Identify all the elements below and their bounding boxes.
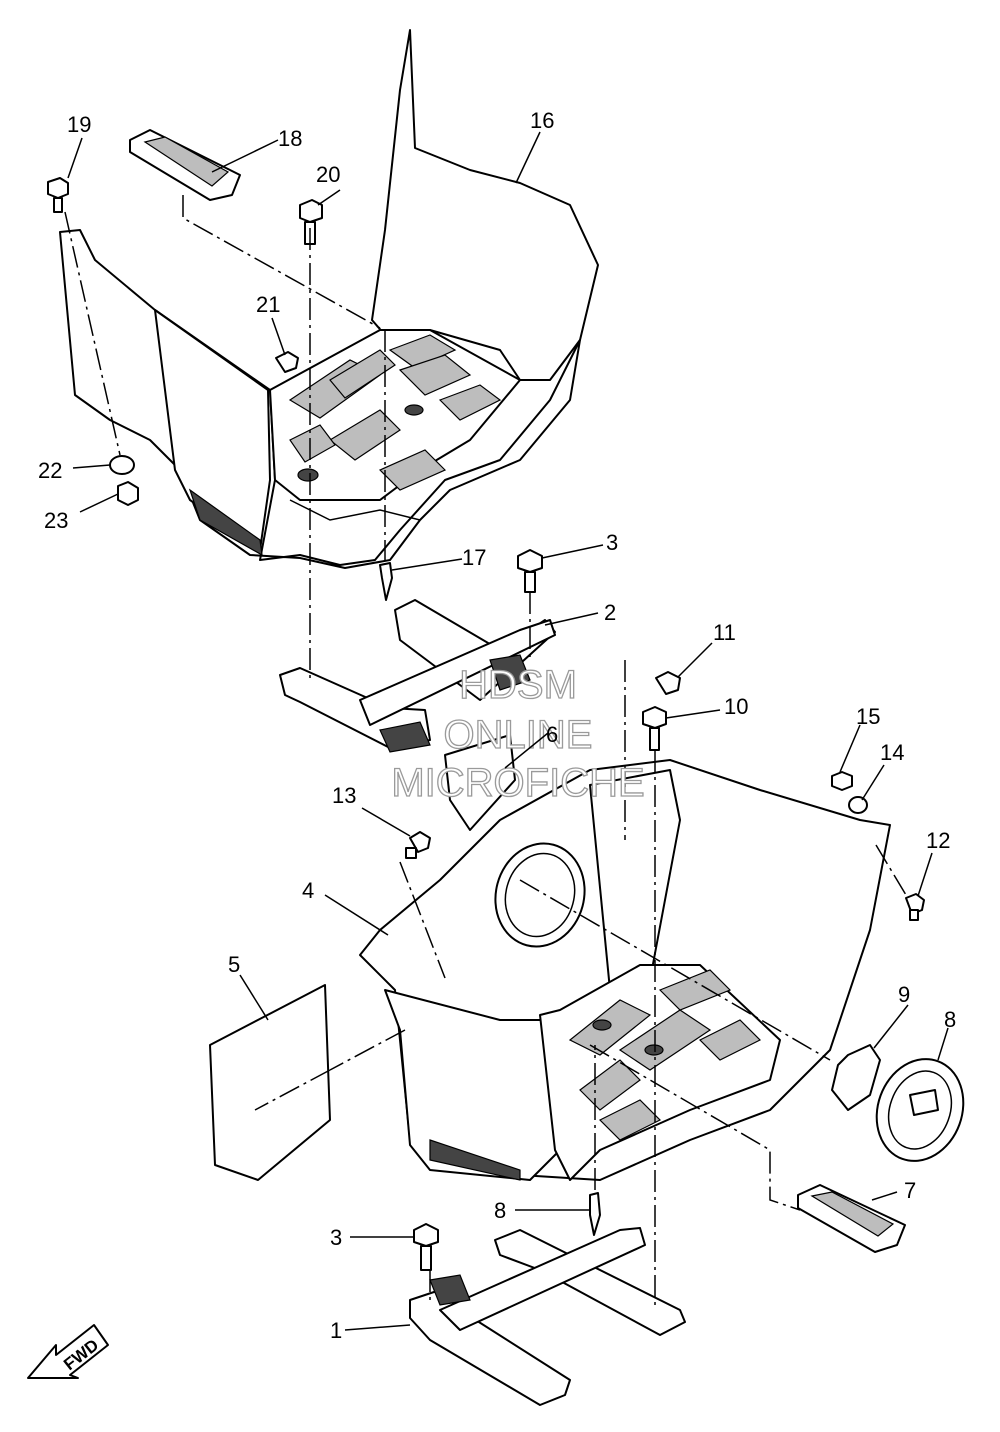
alignment-lines xyxy=(64,195,907,1310)
callout-3a: 3 xyxy=(606,530,618,555)
watermark: HDSM ONLINE MICROFICHE xyxy=(391,662,646,805)
label-sheet-5 xyxy=(209,984,331,1181)
callout-9: 8 xyxy=(944,1007,956,1032)
footrest-guard-lower xyxy=(359,759,891,1181)
bolt-20 xyxy=(47,177,69,213)
label-sheet-6 xyxy=(444,734,516,831)
bolt-13 xyxy=(405,831,431,859)
callout-18: 17 xyxy=(462,545,486,570)
callout-numbers: 19 18 20 16 21 22 23 17 3 2 11 10 6 13 1… xyxy=(38,108,956,1343)
callout-19: 20 xyxy=(316,162,340,187)
callout-7: 7 xyxy=(904,1178,916,1203)
callout-15: 15 xyxy=(856,704,880,729)
callout-21: 21 xyxy=(256,292,280,317)
bolt-11 xyxy=(642,706,667,751)
watermark-line-1: HDSM xyxy=(459,663,577,707)
forward-arrow: FWD xyxy=(27,1324,109,1379)
rivet-8 xyxy=(589,1192,601,1236)
callout-17: 18 xyxy=(278,126,302,151)
footrest-stay-left xyxy=(279,599,556,753)
callout-16: 16 xyxy=(530,108,554,133)
callout-20: 19 xyxy=(67,112,91,137)
footrest-pad-lower xyxy=(797,1184,906,1253)
bolt-3-lower xyxy=(413,1223,439,1271)
callout-12b: 12 xyxy=(926,828,950,853)
washer-22 xyxy=(109,455,135,475)
callout-1: 1 xyxy=(330,1318,342,1343)
callout-14: 14 xyxy=(880,740,904,765)
footrest-guard-upper xyxy=(59,29,599,569)
washer-14 xyxy=(848,796,868,814)
callout-22: 22 xyxy=(38,458,62,483)
nut-23 xyxy=(117,481,139,506)
nut-15 xyxy=(831,771,853,791)
callout-leaders xyxy=(67,131,949,1331)
footrest-pad-upper xyxy=(129,129,241,201)
callout-12a: 11 xyxy=(713,620,736,645)
callout-13: 13 xyxy=(332,783,356,808)
callout-2: 2 xyxy=(604,600,616,625)
callout-8: 8 xyxy=(494,1198,506,1223)
callout-11: 10 xyxy=(724,694,748,719)
footrest-stay-right xyxy=(409,1227,686,1406)
cap-9 xyxy=(875,1058,965,1162)
screw-21 xyxy=(275,351,299,373)
callout-5: 5 xyxy=(228,952,240,977)
callout-3b: 3 xyxy=(330,1225,342,1250)
rivet-18 xyxy=(379,562,393,601)
screw-12-mid xyxy=(655,671,681,695)
callout-6: 6 xyxy=(546,722,558,747)
bolt-3-upper xyxy=(517,549,543,593)
seal-10 xyxy=(831,1044,881,1111)
callout-4: 4 xyxy=(302,878,314,903)
bolt-19 xyxy=(299,199,323,245)
screw-12-right xyxy=(905,893,925,921)
callout-23: 23 xyxy=(44,508,68,533)
watermark-line-2: ONLINE xyxy=(444,713,593,757)
watermark-line-3: MICROFICHE xyxy=(391,761,644,805)
callout-10: 9 xyxy=(898,982,910,1007)
